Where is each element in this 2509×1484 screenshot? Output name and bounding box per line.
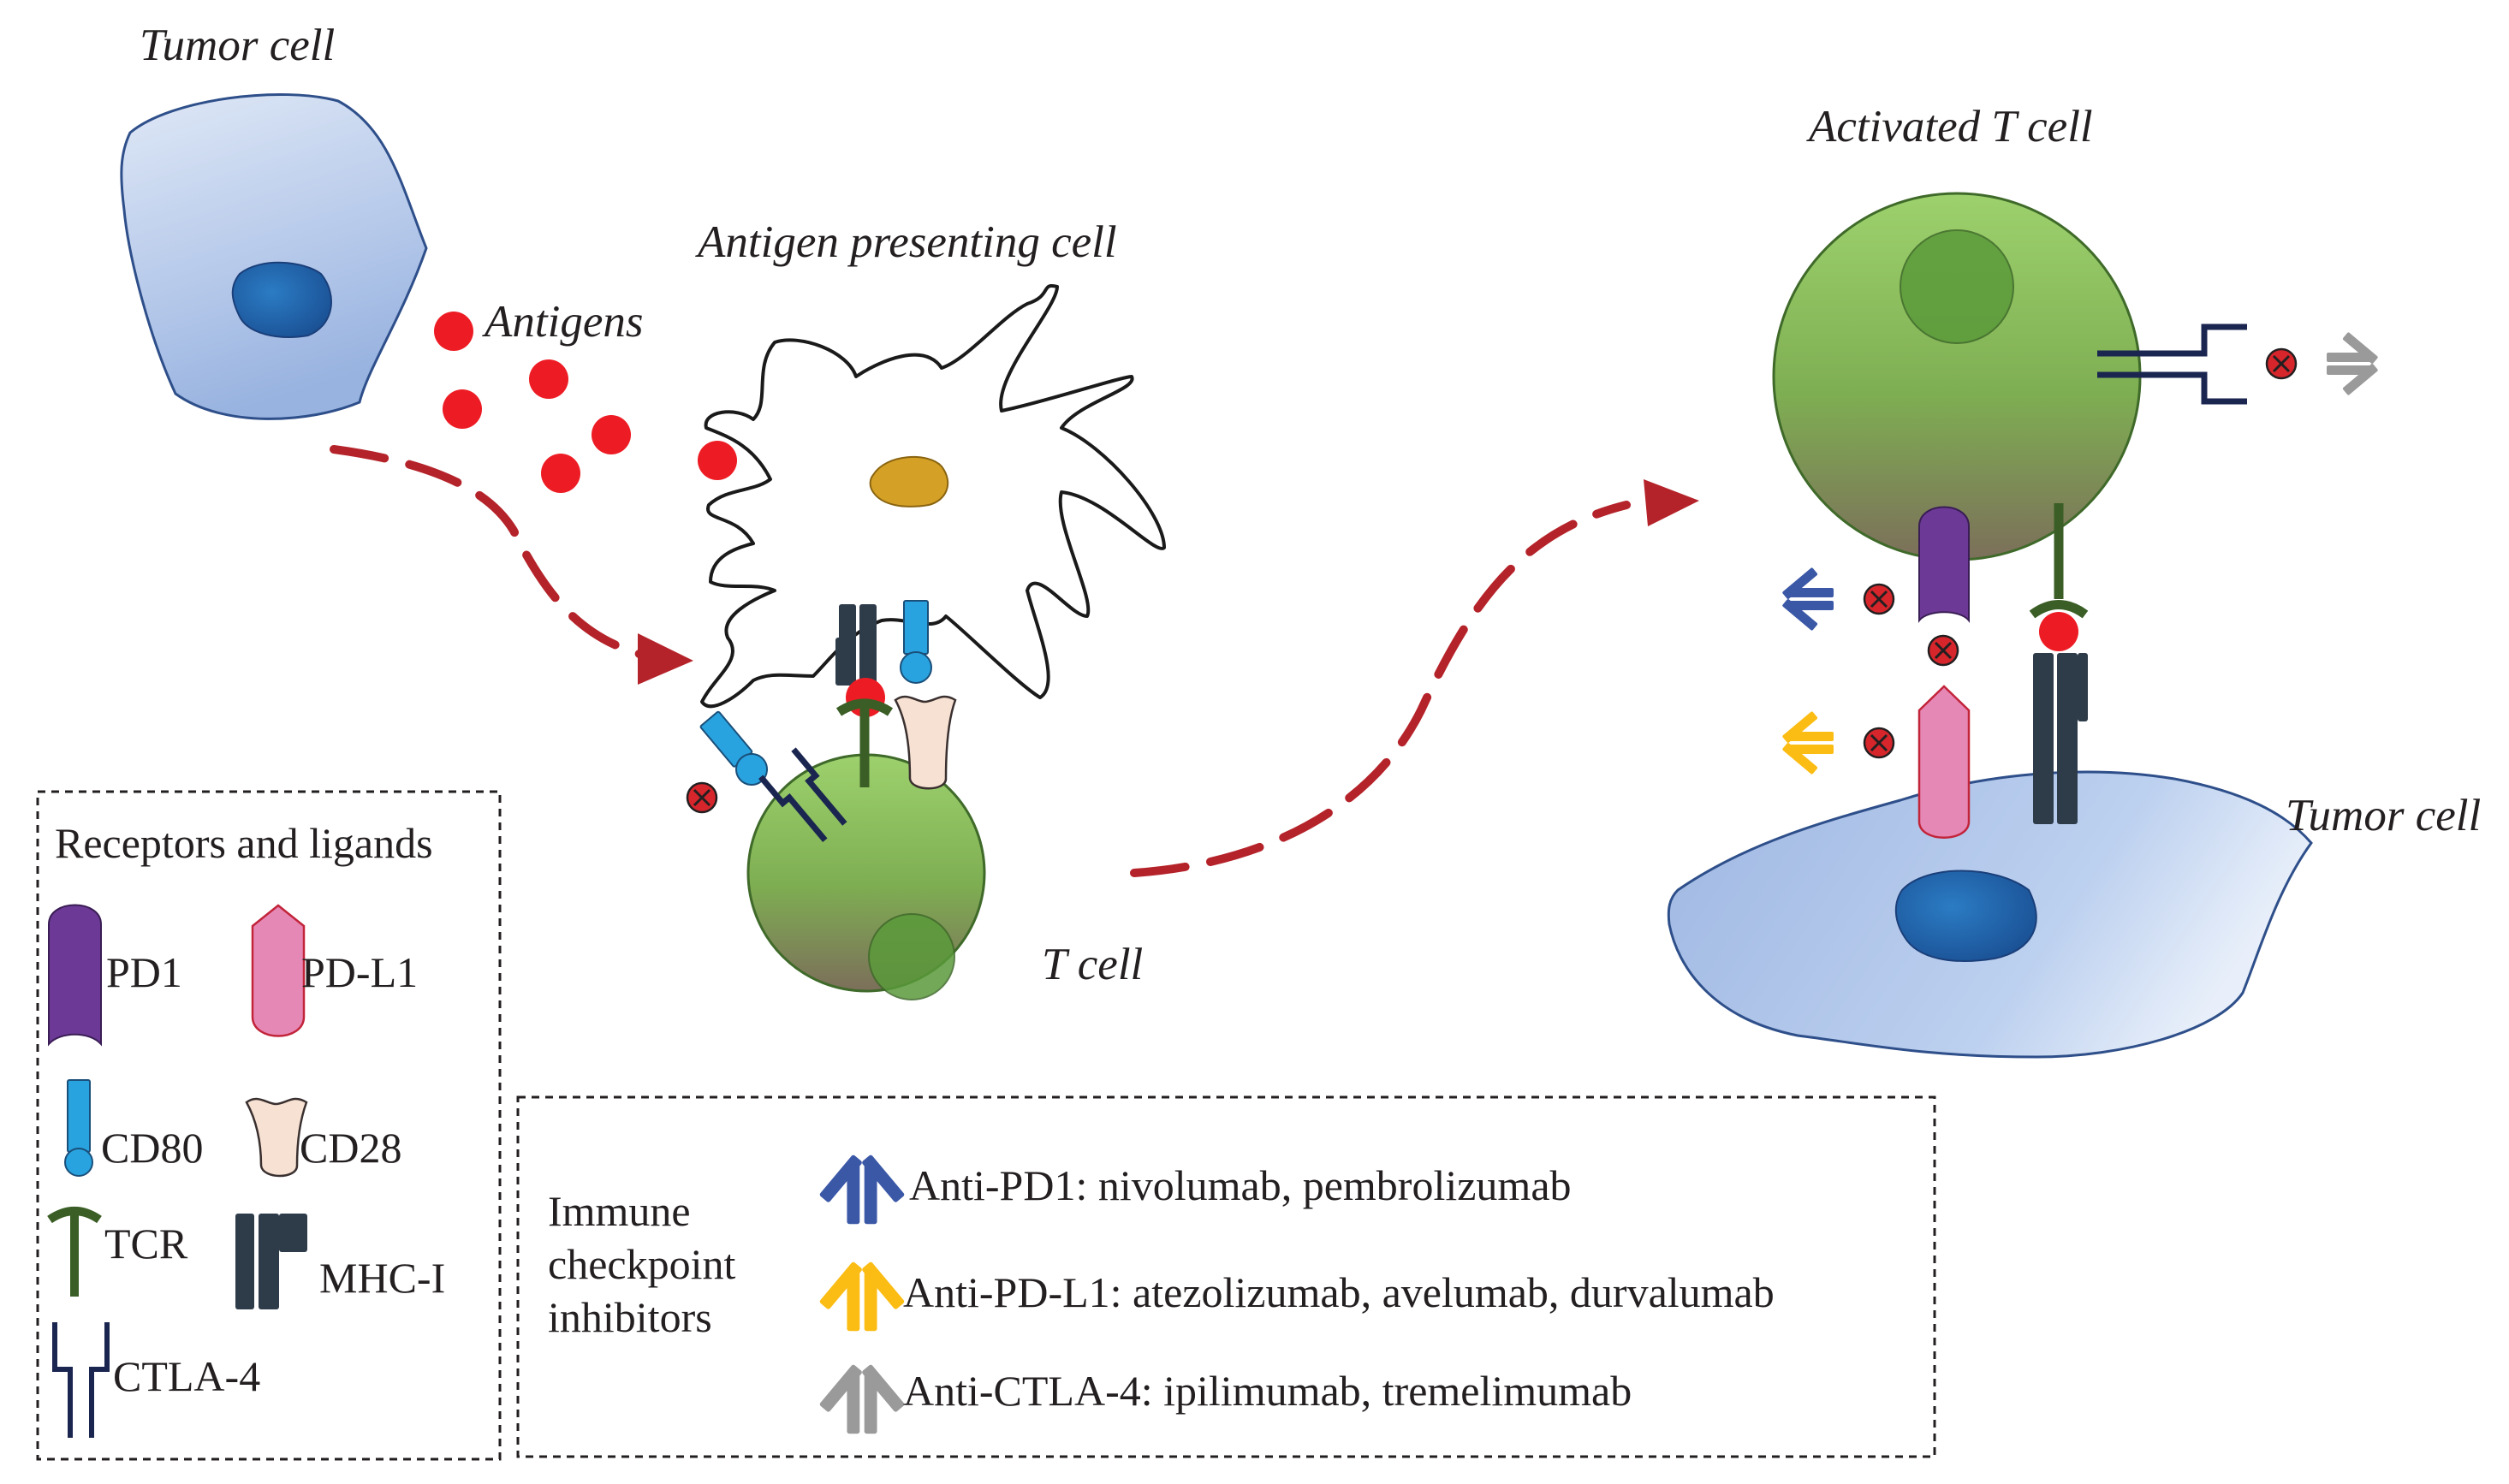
legend-inhibitors-title-2: checkpoint [548,1240,735,1288]
label-t-cell: T cell [1042,940,1143,989]
legend-pd1-label: PD1 [106,948,182,996]
label-tumor-cell-top: Tumor cell [140,21,335,70]
activated-t-cell [1772,192,2142,561]
legend-anti-pdl1-label: Anti-PD-L1: atezolizumab, avelumab, durv… [903,1268,1775,1316]
legend-inhibitors-title-1: Immune [548,1187,691,1235]
legend-cd28-label: CD28 [300,1124,401,1172]
legend-ctla4-label: CTLA-4 [113,1352,260,1400]
t-cell [746,753,986,1000]
pd1-molecule [1918,506,1970,623]
label-apc: Antigen presenting cell [695,217,1117,267]
legend-pdl1-icon [251,904,306,1037]
ctla4-molecule [2097,324,2247,405]
label-antigens: Antigens [482,297,643,347]
antigen-particles [434,312,737,493]
legend-anti-ctla4-icon [818,1363,906,1434]
antigen-dot [698,441,737,480]
label-tumor-cell-right: Tumor cell [2286,791,2481,840]
block-icon [1927,634,1959,667]
tcr-molecule [2029,503,2089,619]
cd28-molecule [894,695,957,790]
arrow-tumor-to-apc [330,445,693,685]
legend-cd80-label: CD80 [101,1124,203,1172]
label-activated-t-cell: Activated T cell [1806,102,2093,151]
legend-tcr-icon [47,1207,102,1297]
legend-receptors-box [36,790,502,1461]
synapse-middle [686,600,957,843]
tcr-molecule [835,698,894,787]
legend-pd1-icon [48,904,102,1047]
anti-pdl1-antibody [1781,710,1834,775]
block-icon [686,781,718,814]
ctla4-molecule [758,747,847,843]
antigen-dot [529,359,568,399]
cd80-tilted [699,710,769,786]
legend-cd80-icon [64,1079,93,1177]
cd80-molecule [900,600,932,684]
block-icon [2265,347,2298,380]
tumor-cell-left [120,92,428,420]
block-icon [1863,583,1895,615]
legend-anti-pd1-icon [818,1154,906,1225]
tumor-cell-right [1667,770,2313,1059]
legend-mhc-icon [235,1214,307,1309]
arrow-tcell-to-activated [1130,479,1699,877]
antigen-presenting-cell [700,284,1166,709]
legend-pdl1-label: PD-L1 [301,948,418,996]
legend-mhc-label: MHC-I [319,1254,445,1302]
antigen-dot [592,415,631,454]
legend-inhibitors-box [516,1095,1936,1458]
legend-receptors-title: Receptors and ligands [55,819,433,867]
antigen-dot [2039,612,2078,651]
legend-cd28-icon [245,1097,308,1178]
mhc-molecule [2033,653,2088,824]
antigen-dot [443,389,482,429]
antigen-dot [541,454,580,493]
pdl1-molecule [1917,685,1971,839]
synapse-right [1781,324,2379,839]
legend-tcr-label: TCR [104,1220,188,1267]
anti-ctla4-antibody [2327,331,2379,396]
legend-inhibitors-title-3: inhibitors [548,1293,712,1341]
legend-anti-ctla4-label: Anti-CTLA-4: ipilimumab, tremelimumab [903,1367,1632,1415]
mhc-molecule [835,604,877,686]
anti-pd1-antibody [1781,567,1834,632]
antigen-dot [434,312,473,351]
legend-anti-pdl1-icon [818,1261,906,1332]
block-icon [1863,727,1895,759]
legend-anti-pd1-label: Anti-PD1: nivolumab, pembrolizumab [909,1161,1572,1209]
legend-ctla4-icon [52,1322,110,1438]
